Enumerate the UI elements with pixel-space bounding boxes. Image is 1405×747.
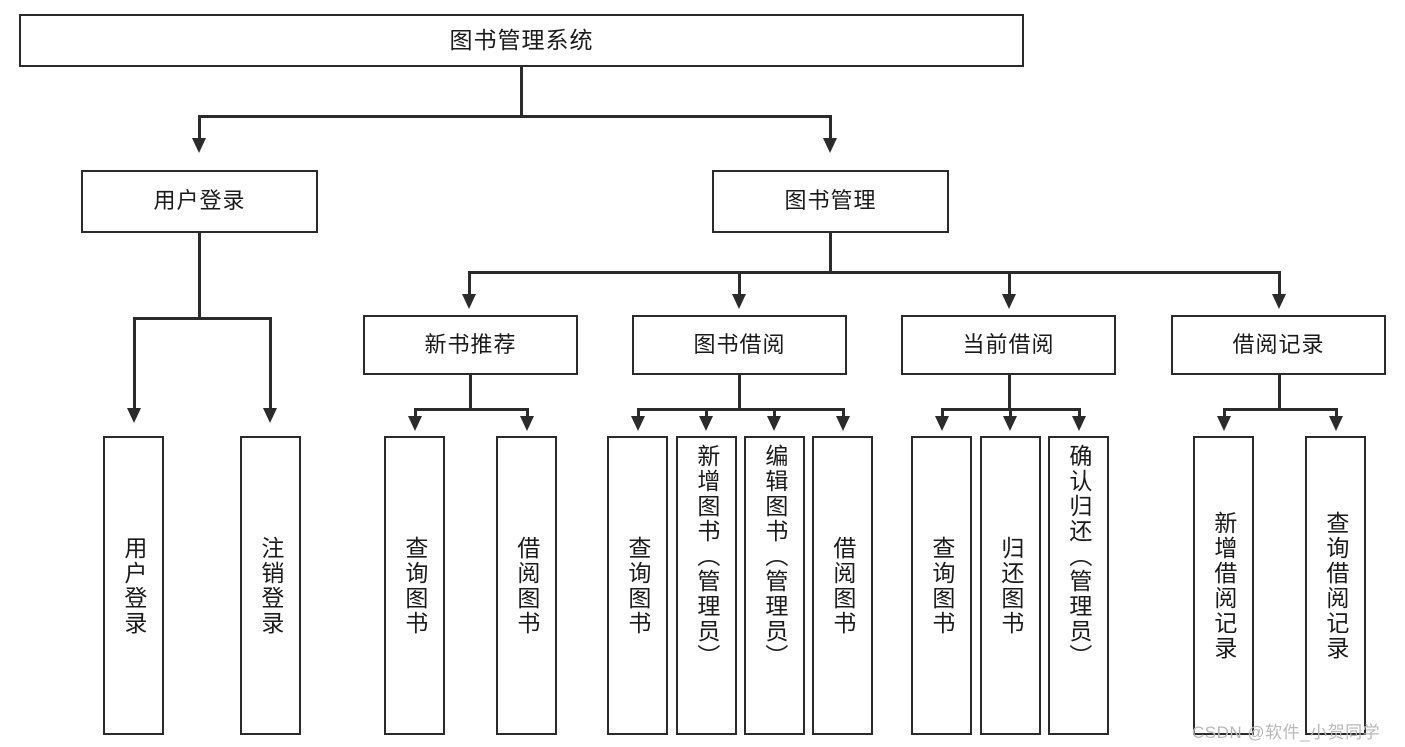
leaf-user-login[interactable]: 用户登录 xyxy=(103,436,164,735)
arrowhead-br-add xyxy=(1217,416,1231,431)
connector-borrow-record-stem xyxy=(1278,375,1281,410)
leaf-bb-edit-book[interactable]: 编辑图书（管理员） xyxy=(744,436,805,735)
arrowhead-book-borrow xyxy=(732,294,746,309)
arrowhead-new-book xyxy=(462,294,476,309)
connector-book-borrow-bus xyxy=(637,408,845,411)
connector-new-book-stem xyxy=(469,375,472,410)
node-label: 当前借阅 xyxy=(962,331,1055,357)
connector-drop-bb-query xyxy=(637,408,640,420)
connector-drop-bb-add xyxy=(705,408,708,420)
leaf-nb-borrow-book[interactable]: 借阅图书 xyxy=(496,436,557,735)
connector-drop-new-book xyxy=(468,271,471,299)
arrowhead-bb-add xyxy=(699,416,713,431)
arrowhead-current-borrow xyxy=(1002,294,1016,309)
connector-user-login-bus xyxy=(133,317,271,320)
connector-level3-bus xyxy=(468,271,1280,274)
connector-new-book-bus xyxy=(414,408,528,411)
leaf-bb-query-book[interactable]: 查询图书 xyxy=(607,436,668,735)
arrowhead-br-query xyxy=(1329,416,1343,431)
arrowhead-leaf-user-login xyxy=(127,408,141,423)
leaf-label: 借阅图书 xyxy=(513,535,540,636)
leaf-label: 新增图书（管理员） xyxy=(693,444,720,669)
connector-drop-br-add xyxy=(1223,408,1226,420)
connector-drop-br-query xyxy=(1335,408,1338,420)
arrowhead-nb-borrow xyxy=(520,416,534,431)
node-label: 借阅记录 xyxy=(1232,331,1325,357)
connector-drop-leaf-user-login xyxy=(133,317,136,413)
leaf-label: 用户登录 xyxy=(120,535,147,636)
connector-drop-bb-edit xyxy=(773,408,776,420)
leaf-br-query-record[interactable]: 查询借阅记录 xyxy=(1305,436,1366,735)
leaf-label: 借阅图书 xyxy=(829,535,856,636)
watermark-text: CSDN @软件_小贺同学 xyxy=(1192,723,1381,742)
leaf-cb-query-book[interactable]: 查询图书 xyxy=(911,436,972,735)
arrowhead-user-login xyxy=(192,138,206,153)
node-borrow-record[interactable]: 借阅记录 xyxy=(1171,315,1386,375)
connector-borrow-record-bus xyxy=(1223,408,1337,411)
leaf-label: 确认归还（管理员） xyxy=(1065,444,1092,669)
leaf-label: 查询图书 xyxy=(624,535,651,636)
leaf-br-add-record[interactable]: 新增借阅记录 xyxy=(1193,436,1254,735)
arrowhead-cb-confirm xyxy=(1072,416,1086,431)
connector-root-stem xyxy=(520,67,523,117)
node-new-book-recommend[interactable]: 新书推荐 xyxy=(363,315,578,375)
leaf-label: 注销登录 xyxy=(257,535,284,636)
connector-drop-book-borrow xyxy=(738,271,741,299)
connector-drop-borrow-record xyxy=(1278,271,1281,299)
connector-current-borrow-stem xyxy=(1008,375,1011,410)
connector-drop-cb-return xyxy=(1009,408,1012,420)
arrowhead-leaf-logout xyxy=(263,408,277,423)
leaf-cb-return-book[interactable]: 归还图书 xyxy=(980,436,1041,735)
leaf-label: 查询图书 xyxy=(401,535,428,636)
arrowhead-cb-return xyxy=(1003,416,1017,431)
node-label: 用户登录 xyxy=(153,188,246,214)
connector-drop-user-login xyxy=(198,115,201,143)
connector-book-manage-stem xyxy=(829,233,832,273)
leaf-bb-add-book[interactable]: 新增图书（管理员） xyxy=(676,436,737,735)
connector-drop-book-manage xyxy=(829,115,832,143)
connector-book-borrow-stem xyxy=(738,375,741,410)
connector-drop-current-borrow xyxy=(1008,271,1011,299)
connector-drop-bb-borrow xyxy=(842,408,845,420)
leaf-label: 新增借阅记录 xyxy=(1210,510,1237,661)
arrowhead-cb-query xyxy=(935,416,949,431)
node-label: 新书推荐 xyxy=(424,331,517,357)
leaf-bb-borrow-book[interactable]: 借阅图书 xyxy=(812,436,873,735)
connector-drop-nb-query xyxy=(414,408,417,420)
leaf-logout[interactable]: 注销登录 xyxy=(240,436,301,735)
connector-drop-leaf-logout xyxy=(269,317,272,413)
arrowhead-bb-edit xyxy=(767,416,781,431)
connector-drop-cb-confirm xyxy=(1078,408,1081,420)
arrowhead-bb-borrow xyxy=(836,416,850,431)
connector-drop-nb-borrow xyxy=(526,408,529,420)
node-label: 图书借阅 xyxy=(693,331,786,357)
arrowhead-book-manage xyxy=(823,138,837,153)
connector-level2-bus xyxy=(198,115,832,118)
node-book-borrow[interactable]: 图书借阅 xyxy=(632,315,847,375)
node-label: 图书管理系统 xyxy=(449,26,594,53)
node-book-manage[interactable]: 图书管理 xyxy=(712,170,949,233)
leaf-cb-confirm-return[interactable]: 确认归还（管理员） xyxy=(1048,436,1109,735)
connector-drop-cb-query xyxy=(941,408,944,420)
leaf-label: 编辑图书（管理员） xyxy=(761,444,788,669)
node-user-login[interactable]: 用户登录 xyxy=(81,170,318,233)
arrowhead-nb-query xyxy=(408,416,422,431)
leaf-nb-query-book[interactable]: 查询图书 xyxy=(384,436,445,735)
connector-user-login-stem xyxy=(198,233,201,319)
arrowhead-bb-query xyxy=(631,416,645,431)
node-current-borrow[interactable]: 当前借阅 xyxy=(901,315,1116,375)
node-root-system[interactable]: 图书管理系统 xyxy=(19,14,1024,67)
leaf-label: 查询借阅记录 xyxy=(1322,510,1349,661)
leaf-label: 归还图书 xyxy=(997,535,1024,636)
leaf-label: 查询图书 xyxy=(928,535,955,636)
node-label: 图书管理 xyxy=(784,188,877,214)
arrowhead-borrow-record xyxy=(1272,294,1286,309)
